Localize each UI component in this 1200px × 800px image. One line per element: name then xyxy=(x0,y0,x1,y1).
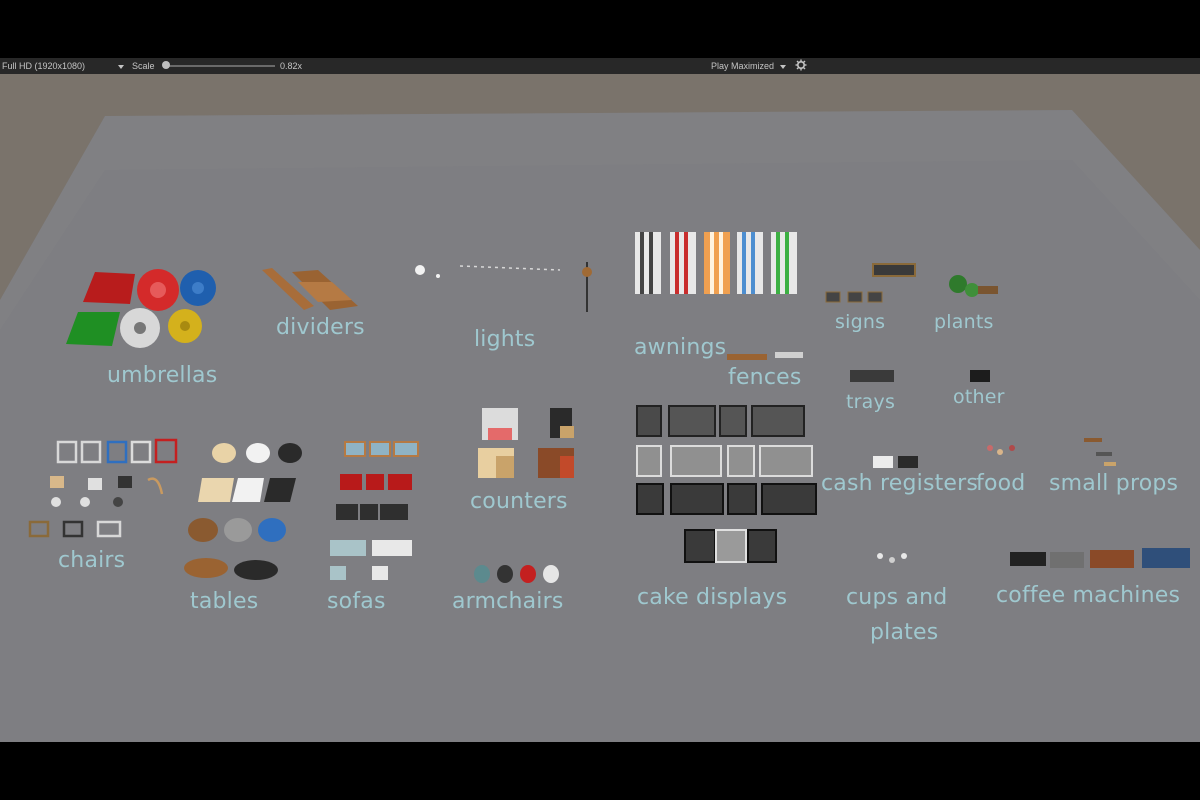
letterbox-bottom xyxy=(0,742,1200,800)
game-viewport[interactable]: umbrellas dividers lights awnings signs … xyxy=(0,74,1200,742)
other-models xyxy=(970,370,990,382)
coffee-machine-models xyxy=(1010,548,1190,568)
label-cups-and: cups and xyxy=(846,585,948,610)
gear-icon[interactable] xyxy=(795,59,807,74)
umbrella-models xyxy=(66,269,216,348)
label-signs: signs xyxy=(835,311,886,333)
chair-models xyxy=(28,438,178,538)
small-prop-models xyxy=(1084,438,1116,466)
scale-label: Scale xyxy=(132,61,155,71)
letterbox-top xyxy=(0,0,1200,58)
label-armchairs: armchairs xyxy=(452,589,564,614)
counter-models xyxy=(478,408,574,478)
label-food: food xyxy=(976,471,1026,496)
armchair-models xyxy=(474,565,559,583)
cup-plate-models xyxy=(877,553,907,563)
sign-models xyxy=(825,263,916,303)
scale-value: 0.82x xyxy=(280,61,303,71)
label-cash-registers: cash registers xyxy=(821,471,979,496)
label-chairs: chairs xyxy=(58,548,126,573)
tray-models xyxy=(850,370,894,382)
scene-render xyxy=(0,110,1200,742)
play-mode-value: Play Maximized xyxy=(711,61,775,71)
label-dividers: dividers xyxy=(276,315,365,340)
awning-models xyxy=(635,232,797,294)
label-other: other xyxy=(953,386,1005,408)
food-models xyxy=(987,445,1015,455)
label-trays: trays xyxy=(846,391,896,413)
label-awnings: awnings xyxy=(634,335,727,360)
resolution-dropdown-arrow-icon[interactable] xyxy=(118,60,124,72)
label-cake-displays: cake displays xyxy=(637,585,788,610)
play-mode-dropdown[interactable]: Play Maximized xyxy=(711,60,786,72)
label-counters: counters xyxy=(470,489,568,514)
label-coffee-machines: coffee machines xyxy=(996,583,1181,608)
plant-models xyxy=(949,275,998,297)
divider-models xyxy=(262,268,358,310)
label-plants: plants xyxy=(934,311,994,333)
cash-register-models xyxy=(873,456,918,468)
fence-models xyxy=(727,352,803,360)
resolution-value: Full HD (1920x1080) xyxy=(2,61,86,71)
chevron-down-icon xyxy=(779,64,786,69)
label-sofas: sofas xyxy=(327,589,386,614)
label-plates: plates xyxy=(870,620,939,645)
scale-slider-handle[interactable] xyxy=(162,61,171,69)
label-small-props: small props xyxy=(1049,471,1179,496)
sofa-models xyxy=(330,441,419,580)
resolution-dropdown[interactable]: Full HD (1920x1080) xyxy=(2,60,85,72)
cake-display-models xyxy=(636,405,817,563)
light-models xyxy=(415,262,592,312)
game-view-toolbar: Full HD (1920x1080) Scale 0.82x Play Max… xyxy=(0,58,1200,74)
label-umbrellas: umbrellas xyxy=(107,363,218,388)
scale-slider[interactable] xyxy=(163,65,275,67)
label-lights: lights xyxy=(474,327,536,352)
ground-plane xyxy=(0,110,1200,742)
label-fences: fences xyxy=(728,365,802,390)
table-models xyxy=(184,443,302,580)
label-tables: tables xyxy=(190,589,259,614)
